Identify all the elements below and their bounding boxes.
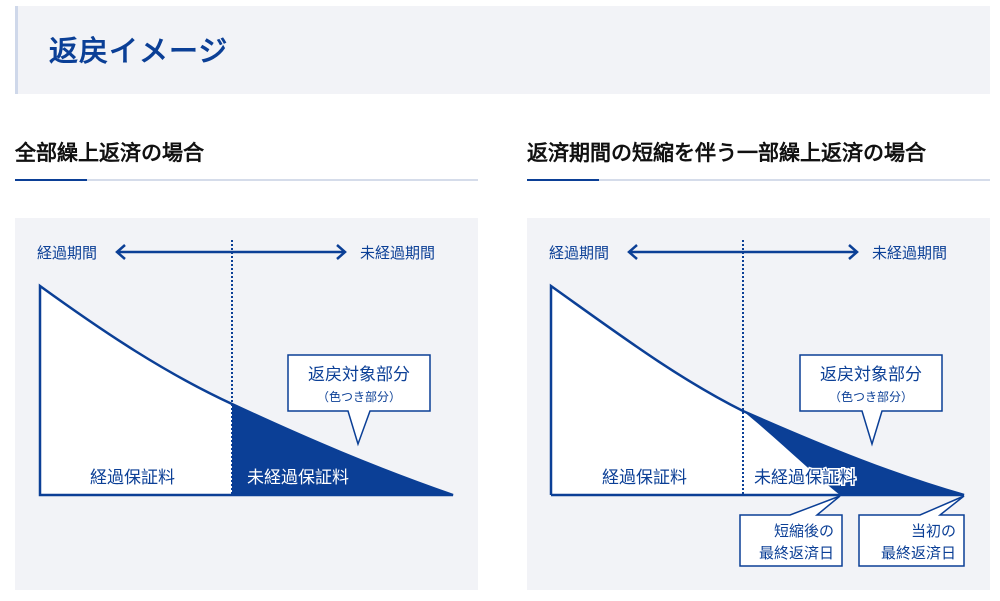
- unelapsed-fee-label: 未経過保証料: [247, 468, 349, 488]
- section-divider-accent: [15, 179, 87, 181]
- refund-area: [743, 411, 964, 495]
- unelapsed-fee-label: 未経過保証料: [754, 468, 856, 488]
- refund-callout: 返戻対象部分 （色つき部分）: [287, 354, 431, 447]
- original-final-date-callout: 当初の 最終返済日: [858, 495, 965, 567]
- callout-title: 返戻対象部分: [820, 365, 922, 385]
- period-right-label: 未経過期間: [360, 244, 435, 262]
- elapsed-area: [40, 286, 232, 495]
- section-divider-accent: [527, 179, 599, 181]
- shortened-final-date-callout: 短縮後の 最終返済日: [739, 495, 843, 567]
- section-divider: [15, 179, 478, 181]
- section-title-full-prepayment: 全部繰上返済の場合: [15, 141, 204, 165]
- callout-subtitle: （色つき部分）: [317, 389, 401, 404]
- refund-diagram-svg: 経過期間 未経過期間 経過保証料 未経過保証料 返戻対象部分 （色つき部分）: [37, 240, 454, 497]
- diagram-full-prepayment: 経過期間 未経過期間 経過保証料 未経過保証料 返戻対象部分 （色つき部分）: [15, 218, 478, 590]
- period-right-label: 未経過期間: [872, 244, 947, 262]
- elapsed-fee-label: 経過保証料: [602, 468, 687, 488]
- period-left-label: 経過期間: [549, 244, 609, 262]
- section-divider: [527, 179, 990, 181]
- callout-subtitle: （色つき部分）: [829, 389, 913, 404]
- refund-callout: 返戻対象部分 （色つき部分）: [799, 354, 943, 447]
- page-header-band: 返戻イメージ: [15, 6, 990, 94]
- curve-outline: [549, 283, 965, 497]
- section-title-partial-prepayment: 返済期間の短縮を伴う一部繰上返済の場合: [527, 141, 926, 165]
- unelapsed-area: [232, 404, 453, 495]
- page-title: 返戻イメージ: [49, 34, 229, 68]
- diagram-partial-prepayment: 経過期間 未経過期間 経過保証料 未経過保証料 返戻対象部分 （色つき部分） 短…: [527, 218, 990, 590]
- elapsed-fee-label: 経過保証料: [90, 468, 175, 488]
- original-date-line1: 当初の: [911, 522, 956, 540]
- refund-diagram-svg: 経過期間 未経過期間 経過保証料 未経過保証料 返戻対象部分 （色つき部分） 短…: [549, 240, 965, 567]
- shortened-date-line2: 最終返済日: [759, 544, 834, 562]
- period-left-label: 経過期間: [37, 244, 97, 262]
- original-date-line2: 最終返済日: [881, 544, 956, 562]
- shortened-date-line1: 短縮後の: [774, 522, 834, 540]
- callout-title: 返戻対象部分: [308, 365, 410, 385]
